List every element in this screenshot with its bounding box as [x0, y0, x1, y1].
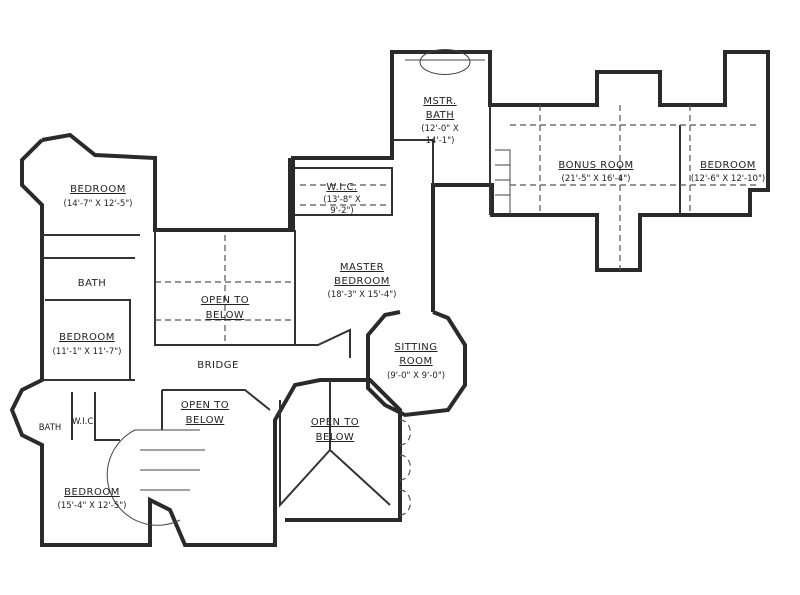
room-open-to-below-1: OPEN TO BELOW	[201, 295, 249, 321]
room-bedroom-3: BEDROOM (15'-4" X 12'-5")	[58, 487, 127, 511]
room-master-bedroom: MASTER BEDROOM (18'-3" X 15'-4")	[328, 262, 397, 300]
svg-text:OPEN TO: OPEN TO	[311, 417, 359, 428]
room-wic-master: W.I.C. (13'-8" X 9'-2")	[323, 182, 361, 216]
room-bedroom-2: BEDROOM (11'-1" X 11'-7")	[53, 332, 122, 357]
room-open-to-below-2: OPEN TO BELOW	[181, 400, 229, 426]
dashed-lines	[155, 105, 760, 516]
svg-text:MASTER: MASTER	[340, 262, 384, 273]
svg-text:BELOW: BELOW	[316, 432, 355, 443]
svg-text:BELOW: BELOW	[186, 415, 225, 426]
room-bridge: BRIDGE	[197, 360, 239, 371]
svg-text:W.I.C.: W.I.C.	[326, 182, 357, 193]
room-bedroom-4: BEDROOM (12'-6" X 12'-10")	[691, 160, 765, 184]
svg-text:OPEN TO: OPEN TO	[181, 400, 229, 411]
svg-text:BEDROOM: BEDROOM	[700, 160, 756, 171]
svg-text:(21'-5" X 16'-4"): (21'-5" X 16'-4")	[562, 174, 631, 184]
room-wic-1: W.I.C.	[72, 417, 96, 427]
room-bedroom-1: BEDROOM (14'-7" X 12'-5")	[64, 184, 133, 209]
room-bonus-room: BONUS ROOM (21'-5" X 16'-4")	[558, 160, 633, 184]
room-master-bath: MSTR. BATH (12'-0" X 14'-1")	[421, 96, 459, 146]
svg-text:BATH: BATH	[426, 110, 455, 121]
svg-text:(12'-0" X: (12'-0" X	[421, 124, 459, 134]
svg-text:BEDROOM: BEDROOM	[59, 332, 115, 343]
svg-text:(15'-4" X 12'-5"): (15'-4" X 12'-5")	[58, 501, 127, 511]
svg-text:SITTING: SITTING	[394, 342, 437, 353]
svg-text:14'-1"): 14'-1")	[426, 136, 455, 146]
svg-text:BEDROOM: BEDROOM	[334, 276, 390, 287]
svg-text:9'-2"): 9'-2")	[330, 206, 353, 216]
svg-text:BELOW: BELOW	[206, 310, 245, 321]
room-bath-1: BATH	[78, 278, 107, 289]
exterior-walls	[9, 50, 770, 547]
svg-text:OPEN TO: OPEN TO	[201, 295, 249, 306]
svg-text:(13'-8" X: (13'-8" X	[323, 195, 361, 205]
room-open-to-below-3: OPEN TO BELOW	[311, 417, 359, 443]
room-sitting-room: SITTING ROOM (9'-0" X 9'-0")	[387, 342, 445, 381]
svg-text:ROOM: ROOM	[399, 356, 432, 367]
svg-text:(18'-3" X 15'-4"): (18'-3" X 15'-4")	[328, 290, 397, 300]
svg-text:(11'-1" X 11'-7"): (11'-1" X 11'-7")	[53, 347, 122, 357]
svg-text:BONUS ROOM: BONUS ROOM	[558, 160, 633, 171]
svg-text:(14'-7" X 12'-5"): (14'-7" X 12'-5")	[64, 199, 133, 209]
svg-text:BEDROOM: BEDROOM	[64, 487, 120, 498]
interior-walls	[42, 49, 681, 526]
room-bath-2: BATH	[39, 423, 62, 433]
svg-text:MSTR.: MSTR.	[423, 96, 456, 107]
svg-text:(9'-0" X 9'-0"): (9'-0" X 9'-0")	[387, 371, 445, 381]
svg-text:(12'-6" X 12'-10"): (12'-6" X 12'-10")	[691, 174, 765, 184]
svg-text:BEDROOM: BEDROOM	[70, 184, 126, 195]
